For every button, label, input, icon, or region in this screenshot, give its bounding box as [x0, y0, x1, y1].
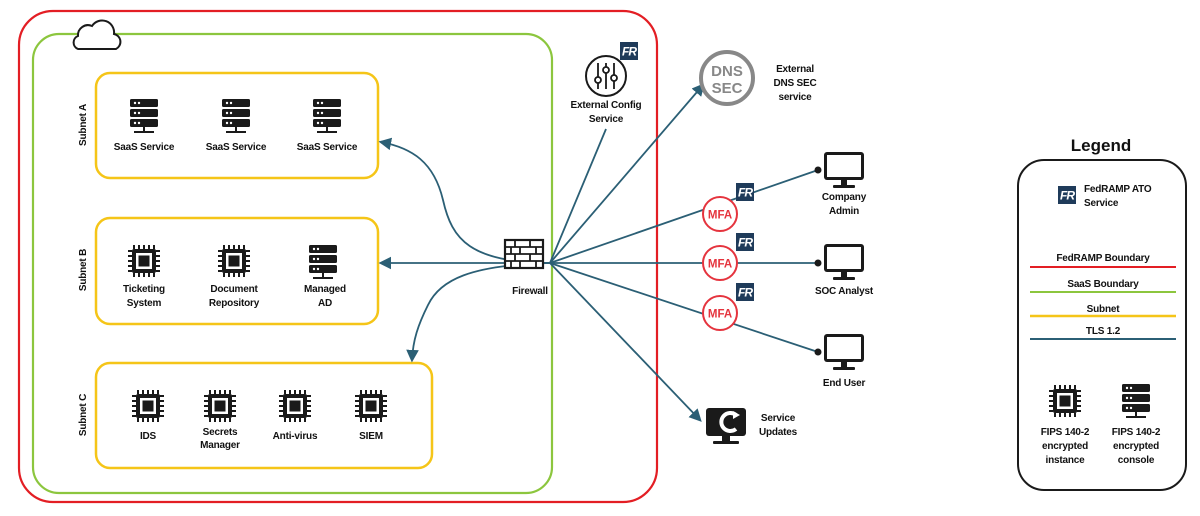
- external-config-label: External Config: [571, 100, 642, 111]
- subnet-a-label: Subnet A: [78, 104, 89, 146]
- tls-link-subnet-c: [406, 262, 551, 363]
- dns-label: DNS SEC: [773, 78, 816, 89]
- legend-item-label: TLS 1.2: [1086, 326, 1121, 337]
- svg-text:MFA: MFA: [708, 210, 732, 222]
- node-label: SaaS Service: [297, 142, 358, 153]
- fedramp-badge-icon: [620, 42, 638, 60]
- fedramp-badge-icon: [736, 283, 754, 301]
- subnet-b-box: [94, 216, 380, 326]
- legend-box: [1017, 159, 1187, 491]
- chip-icon: [279, 390, 311, 422]
- service-updates-label: Updates: [759, 427, 798, 438]
- node-label: Ticketing: [123, 284, 165, 295]
- soc-analyst-label: SOC Analyst: [815, 286, 874, 297]
- cloud-icon: [72, 19, 122, 50]
- chip-icon: [128, 245, 160, 277]
- node-label: SIEM: [359, 431, 383, 442]
- node-label: AD: [318, 298, 332, 309]
- legend-fips-label: FIPS 140-2: [1041, 427, 1090, 438]
- mfa-badge: MFA: [702, 245, 738, 281]
- connector-dot: [814, 166, 822, 174]
- legend-item-label: FedRAMP Boundary: [1056, 253, 1150, 264]
- tls-link-company-admin: [549, 169, 819, 264]
- node-label: Secrets: [203, 427, 238, 438]
- node-label: SaaS Service: [206, 142, 267, 153]
- fedramp-badge-icon: [1058, 186, 1076, 204]
- fedramp-badge-icon: [736, 233, 754, 251]
- node-label: System: [127, 298, 162, 309]
- company-admin-label: Admin: [829, 206, 859, 217]
- mfa-badge: MFA: [702, 295, 738, 331]
- server-icon: [1122, 384, 1150, 418]
- server-icon: [130, 99, 158, 133]
- dns-label: External: [776, 64, 814, 75]
- node-label: SaaS Service: [114, 142, 175, 153]
- monitor-icon: [824, 152, 864, 188]
- update-icon: [706, 408, 746, 444]
- server-icon: [222, 99, 250, 133]
- firewall-label: Firewall: [512, 286, 548, 297]
- server-icon: [313, 99, 341, 133]
- svg-text:MFA: MFA: [708, 309, 732, 321]
- dns-label: service: [778, 92, 812, 103]
- tls-link-config: [549, 128, 607, 264]
- chip-icon: [355, 390, 387, 422]
- end-user-label: End User: [823, 378, 866, 389]
- chip-icon: [1049, 385, 1081, 417]
- dns-badge-text: DNS: [711, 63, 743, 80]
- server-icon: [309, 245, 337, 279]
- chip-icon: [204, 390, 236, 422]
- external-config-label: Service: [589, 114, 624, 125]
- monitor-icon: [824, 244, 864, 280]
- legend-fips-label: FIPS 140-2: [1112, 427, 1161, 438]
- node-label: Manager: [200, 440, 240, 451]
- legend-item-label: Subnet: [1087, 304, 1121, 315]
- chip-icon: [132, 390, 164, 422]
- subnet-a-box: [94, 71, 380, 180]
- dns-badge-text: SEC: [712, 80, 743, 97]
- tls-link-end-user: [549, 262, 819, 353]
- subnet-c-box: [94, 361, 434, 470]
- subnet-c-label: Subnet C: [78, 394, 89, 436]
- connector-dot: [814, 259, 822, 267]
- tls-link-subnet-a: [378, 137, 551, 264]
- legend-fips-label: instance: [1046, 455, 1086, 466]
- subnet-b-label: Subnet B: [78, 249, 89, 291]
- legend-fips-label: console: [1118, 455, 1155, 466]
- sliders-icon: [585, 55, 627, 97]
- firewall-icon: [503, 238, 545, 270]
- legend-fips-label: encrypted: [1042, 441, 1088, 452]
- tls-link-service-updates: [549, 262, 702, 422]
- tls-link-dns: [549, 83, 705, 264]
- legend-title: Legend: [1071, 136, 1131, 155]
- legend-fips-label: encrypted: [1113, 441, 1159, 452]
- monitor-icon: [824, 334, 864, 370]
- legend-fr-label: FedRAMP ATO: [1084, 184, 1152, 195]
- service-updates-label: Service: [761, 413, 796, 424]
- node-label: IDS: [140, 431, 157, 442]
- legend-fr-label: Service: [1084, 198, 1119, 209]
- mfa-badge: MFA: [702, 196, 738, 232]
- company-admin-label: Company: [822, 192, 867, 203]
- connector-dot: [814, 348, 822, 356]
- legend-item-label: SaaS Boundary: [1067, 279, 1139, 290]
- fedramp-boundary: [17, 9, 659, 504]
- node-label: Document: [210, 284, 258, 295]
- dns-sec-icon: [699, 50, 755, 106]
- chip-icon: [218, 245, 250, 277]
- node-label: Managed: [304, 284, 346, 295]
- svg-text:MFA: MFA: [708, 259, 732, 271]
- fedramp-badge-icon: [736, 183, 754, 201]
- node-label: Anti-virus: [273, 431, 318, 442]
- node-label: Repository: [209, 298, 260, 309]
